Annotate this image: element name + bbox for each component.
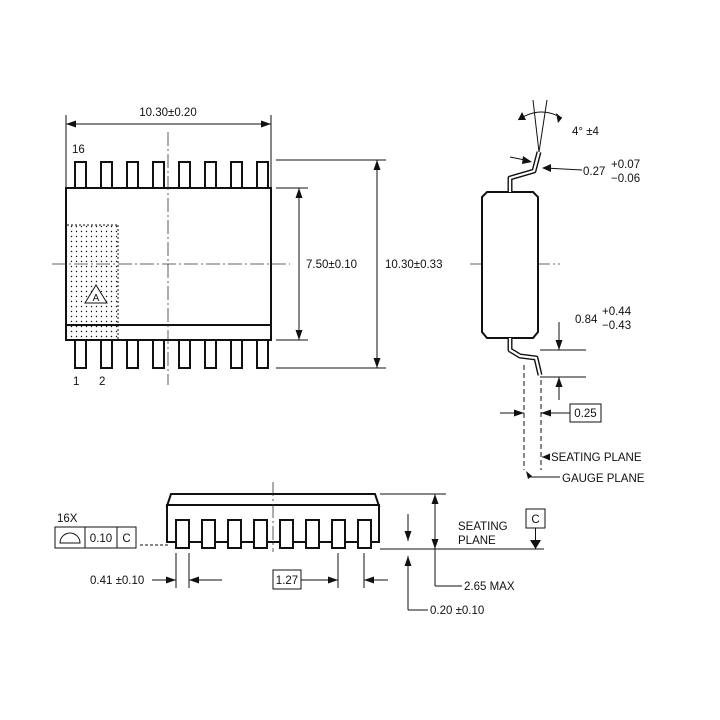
angle-dim-label: 4° ±4 bbox=[572, 126, 600, 138]
fcf-symbol-cell bbox=[54, 526, 86, 549]
front-lead-row bbox=[175, 519, 372, 549]
seating-plane-label-line1: SEATING bbox=[458, 521, 508, 533]
lead-vertical-ref-line bbox=[532, 99, 540, 153]
gauge-dim-box bbox=[569, 403, 602, 423]
top-pin bbox=[126, 161, 139, 189]
pin-16-label: 16 bbox=[72, 144, 85, 156]
side-view: 4° ±4 0.27 +0.07 −0.06 0.84 +0.44 −0.43 … bbox=[470, 99, 645, 485]
width-dim-label: 10.30±0.20 bbox=[139, 107, 196, 119]
front-lead bbox=[201, 519, 216, 549]
front-lead bbox=[253, 519, 268, 549]
gauge-plane-label: GAUGE PLANE bbox=[562, 473, 645, 485]
pin-2-label: 2 bbox=[99, 376, 105, 388]
bottom-pin bbox=[74, 339, 87, 369]
top-pin-row bbox=[74, 161, 269, 189]
pin-1-label: 1 bbox=[73, 376, 79, 388]
datum-triangle bbox=[530, 540, 541, 549]
count-label: 16X bbox=[57, 513, 78, 525]
profile-surface-icon bbox=[59, 532, 81, 544]
front-lead bbox=[305, 519, 320, 549]
bottom-pin bbox=[152, 339, 165, 369]
foot-length-tol-minus: −0.43 bbox=[602, 320, 631, 332]
top-pin bbox=[74, 161, 87, 189]
seating-plane-label: SEATING PLANE bbox=[551, 452, 642, 464]
front-lead bbox=[279, 519, 294, 549]
fcf-datum-ref: C bbox=[122, 533, 130, 545]
datum-c-label: C bbox=[531, 514, 539, 526]
top-pin bbox=[256, 161, 269, 189]
front-view: 16X 0.10 C 0.41 ±0.10 1.27 2.65 MAX bbox=[54, 482, 546, 617]
top-pin bbox=[204, 161, 217, 189]
body-width-dim-label: 7.50±0.10 bbox=[306, 259, 357, 271]
bottom-pin bbox=[178, 339, 191, 369]
bottom-pin bbox=[126, 339, 139, 369]
front-lead bbox=[175, 519, 190, 549]
lead-width-label: 0.41 ±0.10 bbox=[90, 575, 144, 587]
lead-thickness-tol-minus: −0.06 bbox=[611, 173, 640, 185]
top-view: 10.30±0.20 16 bbox=[52, 107, 442, 388]
top-pin bbox=[100, 161, 113, 189]
top-pin bbox=[178, 161, 191, 189]
front-lead bbox=[357, 519, 372, 549]
pin1-index-area bbox=[67, 225, 118, 339]
bottom-pin bbox=[100, 339, 113, 369]
side-body bbox=[481, 191, 539, 339]
bottom-pin-row bbox=[74, 339, 269, 369]
lead-thickness-label: 0.27 bbox=[583, 166, 605, 178]
note-a-letter: A bbox=[93, 293, 100, 304]
pitch-dim-box bbox=[272, 569, 302, 590]
bottom-pin bbox=[204, 339, 217, 369]
overall-width-dim-label: 10.30±0.33 bbox=[385, 259, 442, 271]
bottom-pin bbox=[256, 339, 269, 369]
top-pin bbox=[152, 161, 165, 189]
top-pin bbox=[230, 161, 243, 189]
bottom-pin bbox=[230, 339, 243, 369]
max-height-label: 2.65 MAX bbox=[464, 581, 515, 593]
foot-length-label: 0.84 bbox=[575, 314, 598, 326]
seating-plane-label-line2: PLANE bbox=[458, 535, 496, 547]
fcf-tolerance-value: 0.10 bbox=[90, 533, 112, 545]
front-lead bbox=[331, 519, 346, 549]
lead-angle-line bbox=[538, 99, 548, 153]
fcf-datum-cell bbox=[116, 526, 137, 549]
foot-length-tol-plus: +0.44 bbox=[602, 306, 632, 318]
standoff-label: 0.20 ±0.10 bbox=[430, 605, 484, 617]
note-a-triangle bbox=[84, 284, 108, 304]
front-lead bbox=[227, 519, 242, 549]
pitch-dim-label: 1.27 bbox=[276, 575, 298, 587]
lead-thickness-tol-plus: +0.07 bbox=[611, 159, 640, 171]
gauge-dim-label: 0.25 bbox=[574, 408, 596, 420]
